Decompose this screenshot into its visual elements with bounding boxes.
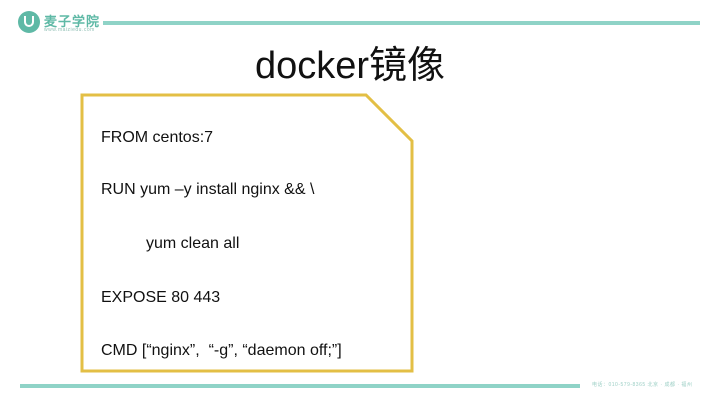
folded-corner-frame xyxy=(80,93,414,373)
leaf-logo-icon xyxy=(18,11,40,33)
footer-divider xyxy=(20,384,580,388)
code-line-run: RUN yum –y install nginx && \ xyxy=(101,181,315,198)
code-line-expose: EXPOSE 80 443 xyxy=(101,289,221,306)
footer-contact: 电话：010-579-8365 北京 · 成都 · 福州 xyxy=(592,382,693,388)
header-divider xyxy=(103,21,700,25)
code-card: FROM centos:7 RUN yum –y install nginx &… xyxy=(80,93,414,373)
code-line-cmd: CMD [“nginx”, “-g”, “daemon off;”] xyxy=(101,342,342,359)
code-line-clean: yum clean all xyxy=(146,235,240,252)
slide-title-text: docker镜像 xyxy=(254,45,446,87)
slide-title: docker镜像 xyxy=(0,34,700,89)
brand-name: 麦子学院 xyxy=(44,14,101,29)
brand-url: www.maiziedu.com xyxy=(44,27,95,33)
brand-logo: 麦子学院 www.maiziedu.com xyxy=(18,10,101,36)
code-line-from: FROM centos:7 xyxy=(101,129,214,146)
